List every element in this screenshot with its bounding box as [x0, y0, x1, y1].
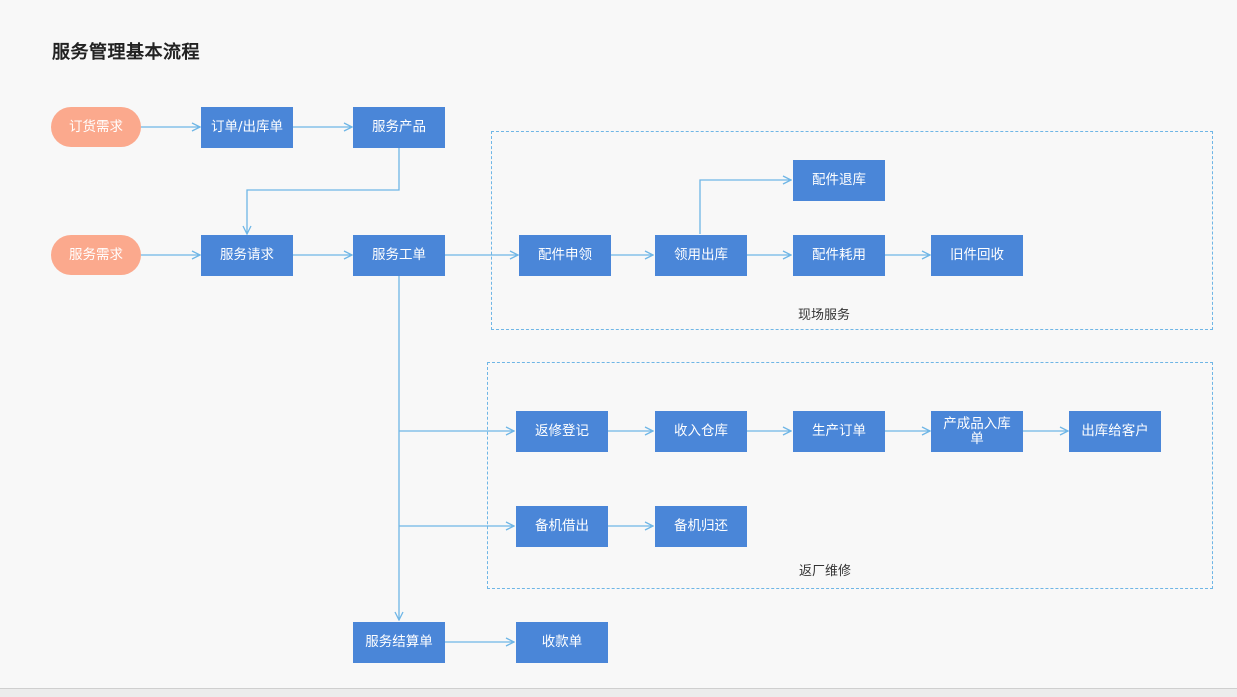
node-settlement[interactable]: 服务结算单 — [353, 622, 445, 663]
node-receive-stock[interactable]: 收入仓库 — [655, 411, 747, 452]
node-label: 旧件回收 — [950, 247, 1004, 263]
node-label: 服务需求 — [69, 246, 123, 263]
group-factory-repair — [487, 362, 1213, 589]
node-label: 服务结算单 — [365, 634, 433, 650]
node-spare-return[interactable]: 备机归还 — [655, 506, 747, 547]
page-title: 服务管理基本流程 — [52, 42, 200, 63]
node-finished-inbound[interactable]: 产成品入库单 — [931, 411, 1023, 452]
node-label: 服务工单 — [372, 247, 426, 263]
node-label: 出库给客户 — [1081, 423, 1149, 439]
group-onsite-service — [491, 131, 1213, 330]
node-label: 配件退库 — [812, 172, 866, 188]
node-order-outbound[interactable]: 订单/出库单 — [201, 107, 293, 148]
node-repair-register[interactable]: 返修登记 — [516, 411, 608, 452]
node-label: 领用出库 — [674, 247, 728, 263]
node-label: 配件申领 — [538, 247, 592, 263]
node-service-demand[interactable]: 服务需求 — [51, 235, 141, 275]
node-label: 订单/出库单 — [210, 119, 284, 135]
node-parts-request[interactable]: 配件申领 — [519, 235, 611, 276]
node-parts-consume[interactable]: 配件耗用 — [793, 235, 885, 276]
bottom-scroll-bar — [0, 688, 1237, 697]
node-label: 服务产品 — [372, 119, 426, 135]
node-label: 服务请求 — [220, 247, 274, 263]
node-label: 配件耗用 — [812, 247, 866, 263]
node-label: 生产订单 — [812, 423, 866, 439]
node-parts-return[interactable]: 配件退库 — [793, 160, 885, 201]
node-label: 返修登记 — [535, 423, 589, 439]
node-order-demand[interactable]: 订货需求 — [51, 107, 141, 147]
node-label: 收款单 — [541, 634, 583, 650]
node-label: 产成品入库单 — [943, 415, 1011, 447]
node-label: 备机借出 — [535, 518, 589, 534]
node-spare-lend[interactable]: 备机借出 — [516, 506, 608, 547]
node-label: 订货需求 — [69, 118, 123, 135]
group-label-onsite-service: 现场服务 — [798, 308, 851, 323]
node-production-order[interactable]: 生产订单 — [793, 411, 885, 452]
node-label: 收入仓库 — [674, 423, 728, 439]
arrow-service-product-to-service-request — [247, 148, 400, 234]
arrow-issue-outbound-to-parts-return — [699, 180, 791, 234]
node-issue-outbound[interactable]: 领用出库 — [655, 235, 747, 276]
node-old-parts[interactable]: 旧件回收 — [931, 235, 1023, 276]
node-service-product[interactable]: 服务产品 — [353, 107, 445, 148]
node-ship-customer[interactable]: 出库给客户 — [1069, 411, 1161, 452]
node-work-order[interactable]: 服务工单 — [353, 235, 445, 276]
node-receipt[interactable]: 收款单 — [516, 622, 608, 663]
node-label: 备机归还 — [674, 518, 728, 534]
group-label-factory-repair: 返厂维修 — [799, 564, 852, 579]
node-service-request[interactable]: 服务请求 — [201, 235, 293, 276]
